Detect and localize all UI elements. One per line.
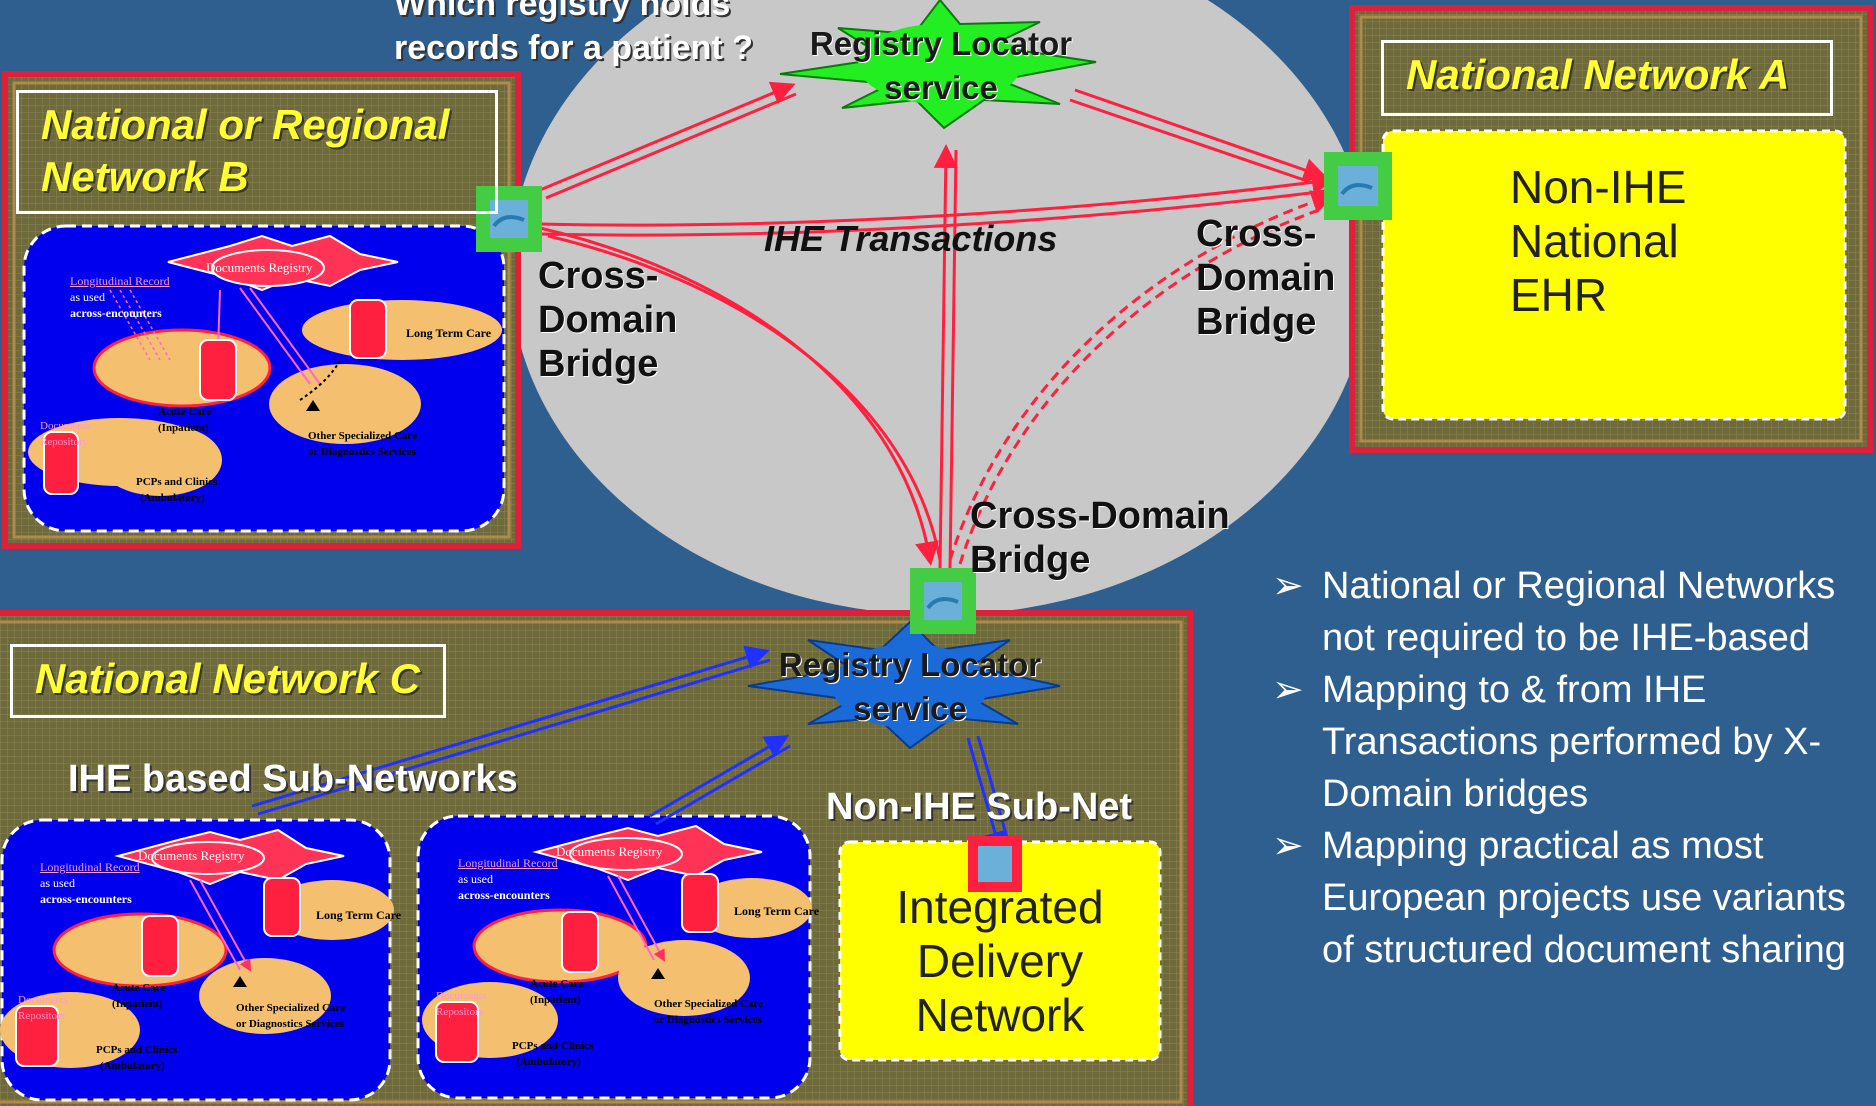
ambulatory-label: (Ambulatory) xyxy=(140,492,205,504)
network-a-ehr-box xyxy=(1381,129,1847,421)
registry-locator-label-top: Registry Locator service xyxy=(809,25,1073,106)
as-used-label: as used xyxy=(70,290,105,304)
ambulatory-label: (Ambulatory) xyxy=(100,1060,165,1072)
documents-registry-label: Documents Registry xyxy=(206,260,313,275)
mini-shapes-c1 xyxy=(0,828,394,1068)
documents-registry-label: Documents Registry xyxy=(138,848,245,863)
pcps-clinics-label: PCPs and Clinics xyxy=(136,476,218,488)
other-specialized-label: Other Specialized Care xyxy=(308,430,417,442)
summary-bullets: ➢ National or Regional Networks not requi… xyxy=(1272,560,1862,976)
inpatient-label: (Inpatient) xyxy=(530,994,581,1006)
network-a-ehr-text: Non-IHE National EHR xyxy=(1510,161,1687,321)
diagnostics-label: or Diagnostics Services xyxy=(654,1014,762,1026)
documents-repository-label-1: Documents xyxy=(18,994,69,1006)
network-a-title: National Network A xyxy=(1381,40,1833,116)
bridge-label-right: Cross-Domain Bridge xyxy=(1196,213,1336,343)
long-term-care-label: Long Term Care xyxy=(406,326,492,340)
documents-repository-label-1: Documents xyxy=(40,420,91,432)
as-used-label: as used xyxy=(40,876,75,890)
patient-registry-question: Which registry holds records for a patie… xyxy=(394,0,753,67)
bullet-item: ➢ Mapping to & from IHE Transactions perf… xyxy=(1272,664,1862,820)
ambulatory-label: (Ambulatory) xyxy=(516,1056,581,1068)
acute-care-label: Acute Care xyxy=(112,982,166,994)
as-used-label: as used xyxy=(458,872,493,886)
network-b-title: National or Regional Network B xyxy=(16,90,498,214)
longitudinal-record-label: Longitudinal Record xyxy=(70,274,170,288)
long-term-care-label: Long Term Care xyxy=(734,904,820,918)
bridge-icon-bottom xyxy=(910,568,976,634)
non-ihe-sub-net-label: Non-IHE Sub-Net xyxy=(826,786,1133,828)
across-encounters-label: across-encounters xyxy=(458,888,550,902)
sub-network-links xyxy=(251,645,1012,856)
documents-repository-label-2: Repository xyxy=(436,1006,485,1018)
bullet-text: Mapping to & from IHE Transactions perfo… xyxy=(1322,669,1822,815)
bridge-label-left: Cross-Domain Bridge xyxy=(538,255,678,385)
ihe-transaction-links xyxy=(539,81,1337,571)
acute-care-label: Acute Care xyxy=(158,406,212,418)
documents-repository-label-1: Documents xyxy=(436,990,487,1002)
longitudinal-record-label: Longitudinal Record xyxy=(458,856,558,870)
longitudinal-record-label: Longitudinal Record xyxy=(40,860,140,874)
documents-repository-label-2: Repository xyxy=(18,1010,67,1022)
registry-locator-star-bottom xyxy=(747,620,1061,750)
bridge-icon-left xyxy=(476,186,542,252)
diagnostics-label: or Diagnostics Services xyxy=(236,1018,344,1030)
idn-text: Integrated Delivery Network xyxy=(896,881,1104,1041)
bullet-item: ➢ Mapping practical as most European proj… xyxy=(1272,820,1862,976)
inpatient-label: (Inpatient) xyxy=(112,998,163,1010)
inpatient-label: (Inpatient) xyxy=(158,422,209,434)
across-encounters-label: across-encounters xyxy=(40,892,132,906)
bullet-item: ➢ National or Regional Networks not requi… xyxy=(1272,560,1862,664)
acute-care-label: Acute Care xyxy=(530,978,584,990)
documents-registry-label: Documents Registry xyxy=(556,844,663,859)
registry-locator-star-top xyxy=(779,0,1097,130)
ihe-transactions-ellipse xyxy=(510,0,1370,615)
bridge-label-bottom: Cross-Domain Bridge xyxy=(970,495,1230,581)
bullet-marker-icon: ➢ xyxy=(1272,565,1304,607)
documents-repository-label-2: Repository xyxy=(40,436,89,448)
pcps-clinics-label: PCPs and Clinics xyxy=(96,1044,178,1056)
other-specialized-label: Other Specialized Care xyxy=(654,998,763,1010)
bullet-marker-icon: ➢ xyxy=(1272,669,1304,711)
across-encounters-label: across-encounters xyxy=(70,306,162,320)
ihe-sub-networks-label: IHE based Sub-Networks xyxy=(68,758,518,800)
bridge-icon-right xyxy=(1324,152,1392,220)
bullet-marker-icon: ➢ xyxy=(1272,825,1304,867)
bridge-icon-non-ihe xyxy=(968,836,1022,892)
long-term-care-label: Long Term Care xyxy=(316,908,402,922)
mini-shapes-c2 xyxy=(422,824,812,1063)
other-specialized-label: Other Specialized Care xyxy=(236,1002,345,1014)
pcps-clinics-label: PCPs and Clinics xyxy=(512,1040,594,1052)
bullet-text: Mapping practical as most European proje… xyxy=(1322,825,1846,971)
network-c-title: National Network C xyxy=(10,644,446,718)
registry-locator-label-bottom: Registry Locator service xyxy=(778,646,1042,727)
ihe-transactions-label: IHE Transactions xyxy=(764,218,1058,259)
mini-shapes-b xyxy=(28,234,502,496)
diagnostics-label: or Diagnostics Services xyxy=(308,446,416,458)
bullet-text: National or Regional Networks not requir… xyxy=(1322,565,1836,659)
